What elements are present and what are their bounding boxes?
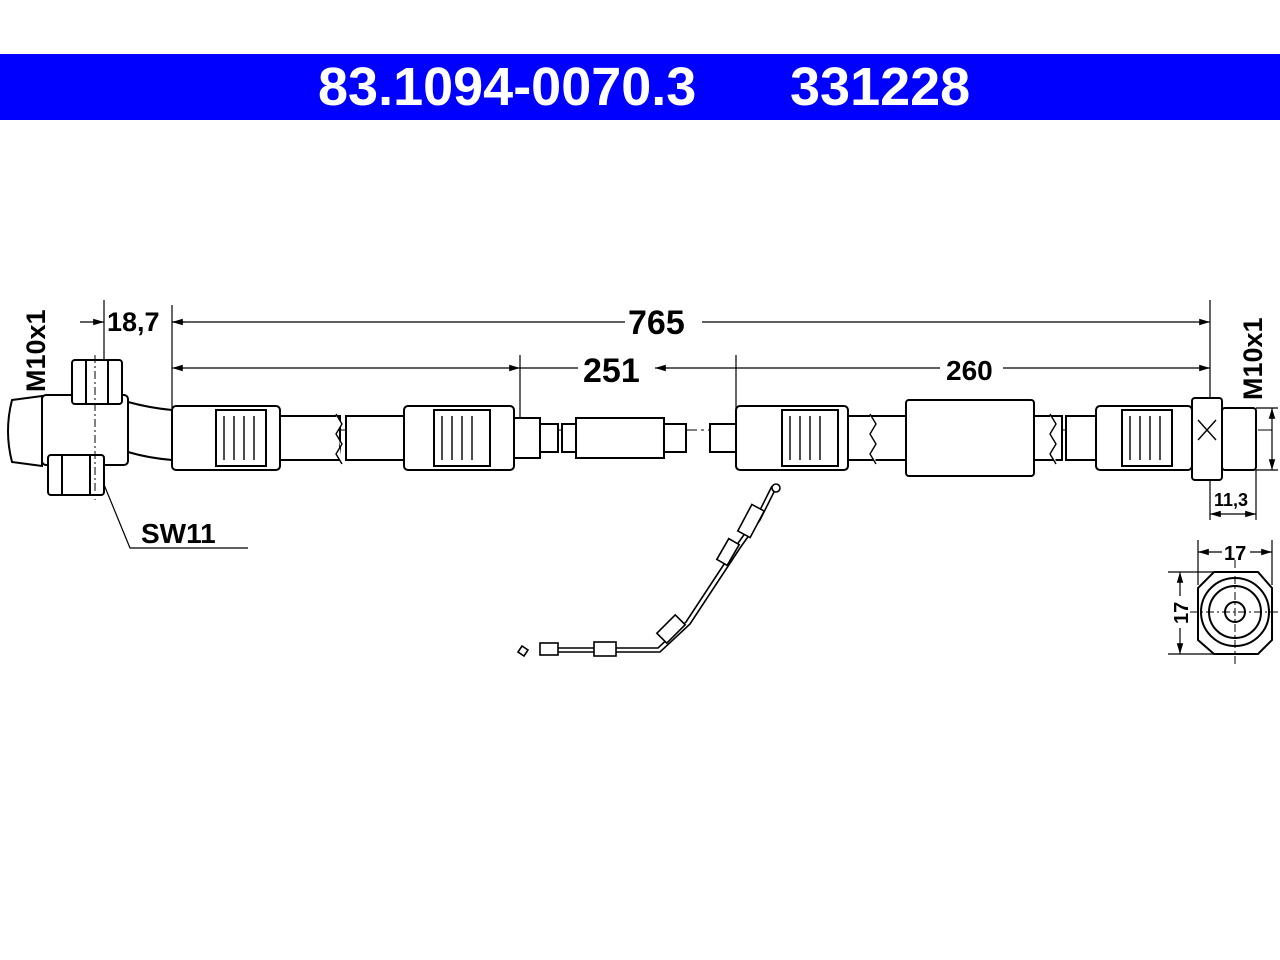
dim-hex-width: 17 bbox=[1224, 543, 1246, 565]
thread-left-label: M10x1 bbox=[21, 309, 51, 392]
wrench-size-leader bbox=[97, 469, 248, 549]
hex-end-centerlines bbox=[1190, 560, 1280, 665]
thread-right-label: M10x1 bbox=[1238, 317, 1268, 400]
dim-segment-1: 251 bbox=[583, 352, 640, 390]
dimension-lines bbox=[80, 300, 1211, 425]
dim-offset-left: 18,7 bbox=[107, 307, 160, 337]
reference-number: 331228 bbox=[790, 57, 971, 117]
wrench-size-label: SW11 bbox=[141, 518, 216, 549]
left-banjo-fitting bbox=[7, 355, 173, 500]
hose-body bbox=[171, 397, 1257, 481]
dim-segment-2: 260 bbox=[946, 355, 993, 386]
dim-hex-height: 17 bbox=[1171, 602, 1193, 624]
crimp-ribbing bbox=[223, 416, 1161, 460]
sensor-cable bbox=[516, 483, 781, 658]
part-number: 83.1094-0070.3 bbox=[318, 57, 697, 117]
dim-total-length: 765 bbox=[628, 304, 685, 342]
right-end-dimensions bbox=[1209, 407, 1278, 520]
dim-end-length: 11,3 bbox=[1214, 490, 1248, 510]
header-banner: 83.1094-0070.3 331228 bbox=[0, 54, 1280, 120]
hex-dimension-lines bbox=[1168, 540, 1273, 655]
hose-break-marks bbox=[335, 413, 1057, 465]
